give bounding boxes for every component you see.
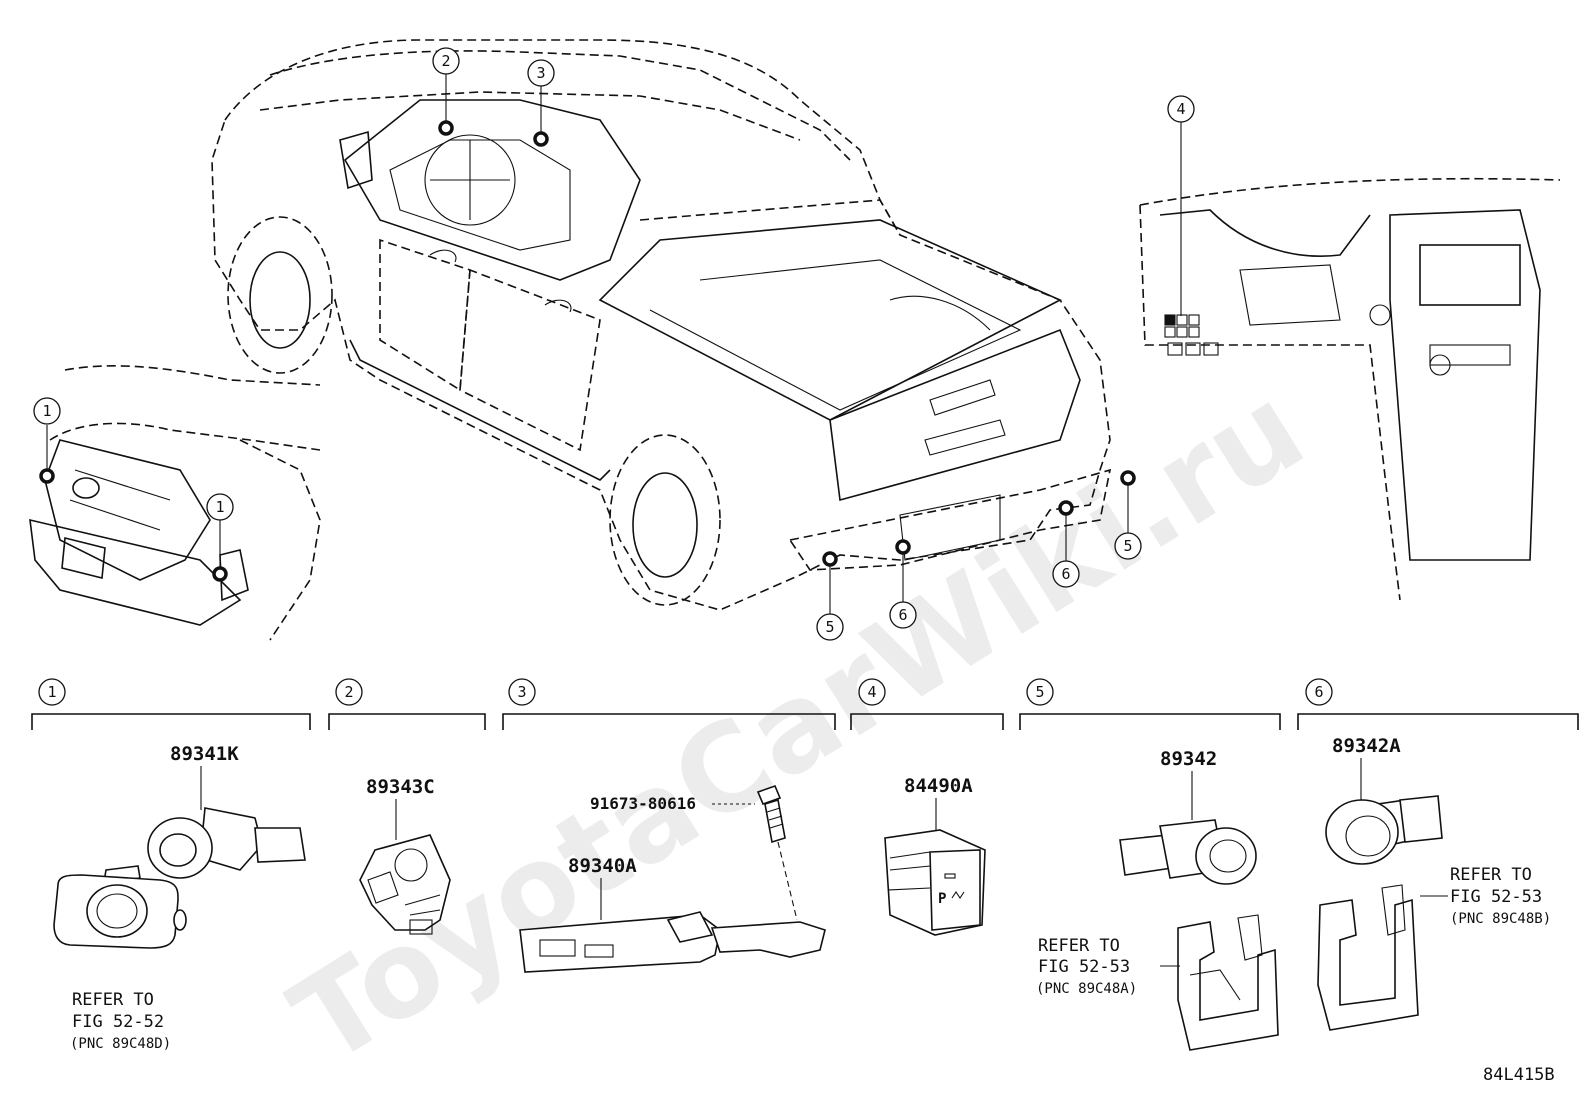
part-number-89343C: 89343C <box>366 776 435 798</box>
svg-text:3: 3 <box>517 683 526 701</box>
sensor-location-dot <box>212 566 228 582</box>
parking-assist-switch: P <box>884 829 986 936</box>
sensor-location-dot <box>822 551 838 567</box>
callout-marker <box>1167 95 1195 123</box>
vehicle-illustration <box>211 39 1112 611</box>
section-5-parts: 89342 REFER TO FIG 52-53 (PNC 89C48A) <box>1036 748 1279 1051</box>
section-3-parts: 91673-80616 89340A <box>519 784 826 973</box>
refer-text-line1: REFER TO <box>1450 865 1532 885</box>
callout-marker <box>206 493 234 521</box>
callout-marker <box>1114 532 1142 560</box>
callout-marker <box>816 613 844 641</box>
sensor-location-dot <box>438 120 454 136</box>
section-3-header: 3 <box>502 678 836 730</box>
sensor-location-dot <box>1120 470 1136 486</box>
ecu-module <box>519 911 826 973</box>
section-1-header: 1 <box>31 678 311 730</box>
section-2-parts: 89343C <box>359 776 451 935</box>
svg-text:5: 5 <box>1035 683 1044 701</box>
refer-text-line3: (PNC 89C48B) <box>1450 911 1551 927</box>
sensor-location-dot <box>39 468 55 484</box>
svg-text:1: 1 <box>47 683 56 701</box>
svg-text:4: 4 <box>867 683 876 701</box>
sensor-location-dot <box>1058 500 1074 516</box>
svg-text:6: 6 <box>1314 683 1323 701</box>
part-number-89341K: 89341K <box>170 743 239 765</box>
sensor-retainer-rear-center <box>1317 884 1419 1031</box>
svg-text:1: 1 <box>42 402 51 420</box>
svg-text:6: 6 <box>1061 565 1070 583</box>
refer-text-line1: REFER TO <box>1038 936 1120 956</box>
refer-text-line3: (PNC 89C48D) <box>70 1036 171 1052</box>
parking-sensor-front <box>147 807 306 879</box>
section-headers: 1 2 3 4 5 6 <box>31 678 1579 730</box>
callout-marker <box>33 397 61 425</box>
svg-text:3: 3 <box>536 64 545 82</box>
front-bumper-illustration <box>29 365 321 641</box>
section-1-parts: 89341K REFER TO FIG 52-52 (PNC 89C48D) <box>53 743 306 1052</box>
watermark: ToyotaCarWiki.ru <box>270 359 1328 1092</box>
callout-marker <box>1052 560 1080 588</box>
svg-text:2: 2 <box>344 683 353 701</box>
callout-marker <box>527 59 555 87</box>
sensor-location-dot <box>533 131 549 147</box>
diagram-code: 84L415B <box>1483 1065 1555 1085</box>
dashboard-illustration <box>1139 177 1561 601</box>
svg-text:6: 6 <box>898 606 907 624</box>
parking-sensor-rear-center <box>1325 795 1443 865</box>
part-number-89342: 89342 <box>1160 748 1217 770</box>
refer-text-line2: FIG 52-53 <box>1038 957 1130 977</box>
callout-marker <box>889 601 917 629</box>
callout-marker <box>432 47 460 75</box>
section-6-parts: 89342A REFER TO FIG 52-53 (PNC 89C48B) <box>1317 735 1551 1031</box>
section-2-header: 2 <box>328 678 486 730</box>
part-number-89342A: 89342A <box>1332 735 1401 757</box>
section-4-header: 4 <box>850 678 1004 730</box>
switch-panel <box>1164 314 1219 356</box>
section-4-parts: 84490A P <box>884 775 986 936</box>
svg-text:5: 5 <box>1123 537 1132 555</box>
callouts: 1 1 2 3 4 5 5 6 <box>33 47 1195 641</box>
svg-text:1: 1 <box>215 498 224 516</box>
section-5-header: 5 <box>1019 678 1281 730</box>
sensor-retainer-front <box>53 865 187 949</box>
refer-text-line3: (PNC 89C48A) <box>1036 981 1137 997</box>
section-6-header: 6 <box>1297 678 1579 730</box>
switch-symbol: P <box>938 891 946 907</box>
sensor-location-dot <box>895 539 911 555</box>
part-number-91673-80616: 91673-80616 <box>590 794 696 813</box>
buzzer-component <box>359 834 451 935</box>
sensor-retainer-rear-corner <box>1177 914 1279 1051</box>
svg-text:2: 2 <box>441 52 450 70</box>
refer-text-line1: REFER TO <box>72 990 154 1010</box>
refer-text-line2: FIG 52-53 <box>1450 887 1542 907</box>
svg-text:4: 4 <box>1176 100 1185 118</box>
parking-sensor-rear-corner <box>1119 819 1257 885</box>
svg-text:5: 5 <box>825 618 834 636</box>
refer-text-line2: FIG 52-52 <box>72 1012 164 1032</box>
bolt-fastener <box>756 784 798 921</box>
part-number-84490A: 84490A <box>904 775 973 797</box>
part-number-89340A: 89340A <box>568 855 637 877</box>
